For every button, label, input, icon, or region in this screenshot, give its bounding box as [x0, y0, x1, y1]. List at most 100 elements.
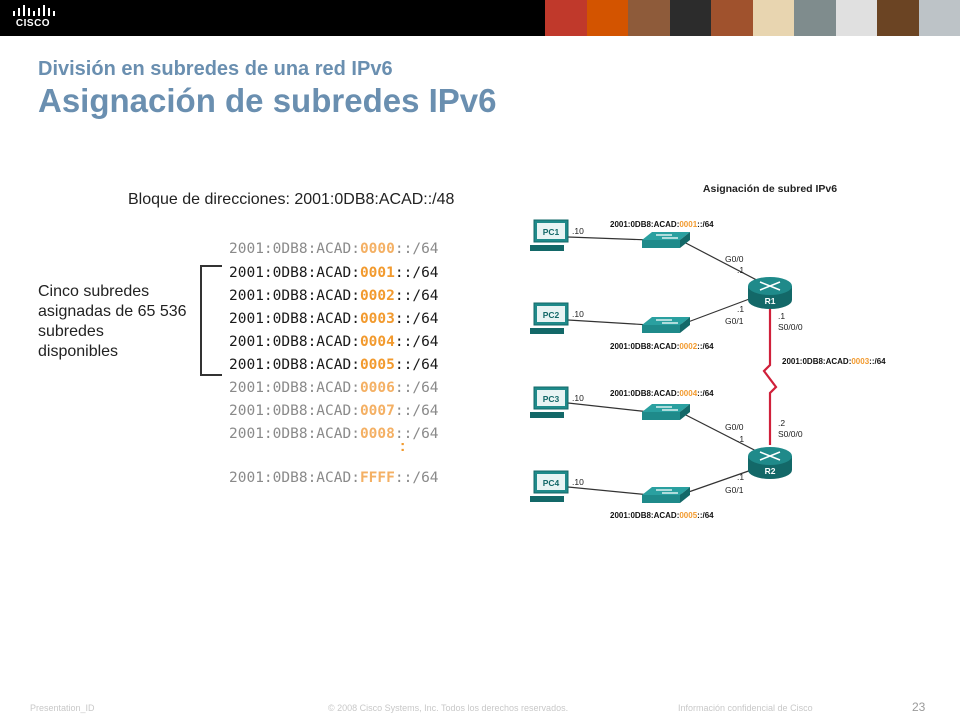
photo-tile — [711, 0, 753, 36]
diagram-title: Asignación de subred IPv6 — [703, 183, 837, 195]
switch-4 — [642, 487, 690, 503]
subnet-prefix: 2001:0DB8:ACAD: — [782, 357, 851, 366]
r2-s000-ip: .2 — [778, 418, 785, 428]
pc-label: PC1 — [543, 227, 560, 237]
photo-tile — [794, 0, 836, 36]
lan-subnet-label-1: 2001:0DB8:ACAD:0001::/64 — [610, 220, 714, 229]
address-prefix: 2001:0DB8:ACAD: — [229, 311, 360, 327]
lan-subnet-label-2: 2001:0DB8:ACAD:0002::/64 — [610, 342, 714, 351]
subnet-id: 0003 — [851, 357, 869, 366]
wan-subnet-label: 2001:0DB8:ACAD:0003::/64 — [782, 357, 886, 366]
footer-confidential: Información confidencial de Cisco — [678, 703, 813, 713]
subnet-address: 2001:0DB8:ACAD:FFFF::/64 — [229, 470, 439, 486]
subnet-suffix: ::/64 — [697, 511, 714, 520]
r2-g00-ip: .1 — [737, 434, 744, 444]
subnet-id: 0006 — [359, 380, 395, 396]
cisco-logo-text: CISCO — [15, 18, 51, 29]
address-suffix: ::/64 — [394, 241, 439, 257]
cisco-bars-icon — [13, 5, 55, 16]
address-suffix: ::/64 — [394, 470, 439, 486]
r2-g00-label: G0/0 — [725, 422, 744, 432]
router-r1: R1 — [748, 277, 792, 309]
address-prefix: 2001:0DB8:ACAD: — [229, 265, 360, 281]
pc-host-ip: .10 — [572, 393, 584, 403]
subnet-prefix: 2001:0DB8:ACAD: — [610, 511, 679, 520]
pc-host-ip: .10 — [572, 226, 584, 236]
address-prefix: 2001:0DB8:ACAD: — [229, 357, 360, 373]
footer-copyright: © 2008 Cisco Systems, Inc. Todos los der… — [328, 703, 569, 713]
address-prefix: 2001:0DB8:ACAD: — [229, 403, 360, 419]
switch-group — [642, 232, 690, 503]
pc-host-ip: .10 — [572, 309, 584, 319]
footer-presentation-id: Presentation_ID — [30, 703, 95, 713]
subnet-prefix: 2001:0DB8:ACAD: — [610, 342, 679, 351]
network-topology-diagram: Asignación de subred IPv6 PC1.10PC2.10PC… — [530, 183, 886, 520]
address-block-label: Bloque de direcciones: 2001:0DB8:ACAD::/… — [128, 191, 455, 208]
r1-g01-ip: .1 — [737, 304, 744, 314]
address-prefix: 2001:0DB8:ACAD: — [229, 241, 360, 257]
pc-2: PC2 .10 — [530, 302, 584, 334]
pc-host-ip: .10 — [572, 477, 584, 487]
cisco-logo: CISCO — [10, 4, 56, 32]
subnet-address: 2001:0DB8:ACAD:0007::/64 — [229, 403, 439, 419]
r1-g00-label: G0/0 — [725, 254, 744, 264]
photo-tile — [918, 0, 960, 36]
ellipsis-dots: : — [400, 438, 406, 455]
photo-tile — [669, 0, 711, 36]
subnet-address: 2001:0DB8:ACAD:0001::/64 — [229, 265, 439, 281]
subnet-id: 0002 — [679, 342, 697, 351]
address-prefix: 2001:0DB8:ACAD: — [229, 334, 360, 350]
r1-g01-label: G0/1 — [725, 316, 744, 326]
subnet-address: 2001:0DB8:ACAD:0000::/64 — [229, 241, 439, 257]
address-prefix: 2001:0DB8:ACAD: — [229, 288, 360, 304]
lan-subnet-label-3: 2001:0DB8:ACAD:0004::/64 — [610, 389, 714, 398]
slide-title: Asignación de subredes IPv6 — [38, 82, 497, 119]
subnet-address: 2001:0DB8:ACAD:0005::/64 — [229, 357, 439, 373]
photo-strip — [545, 0, 960, 36]
subnet-address: 2001:0DB8:ACAD:0002::/64 — [229, 288, 439, 304]
r2-s000-label: S0/0/0 — [778, 429, 803, 439]
subnet-suffix: ::/64 — [869, 357, 886, 366]
switch-3 — [642, 404, 690, 420]
address-prefix: 2001:0DB8:ACAD: — [229, 426, 360, 442]
router-r1-label: R1 — [765, 296, 776, 306]
pc-3: PC3 .10 — [530, 386, 584, 418]
photo-tile — [545, 0, 587, 36]
lan-subnet-label-4: 2001:0DB8:ACAD:0005::/64 — [610, 511, 714, 520]
ethernet-links — [567, 236, 771, 496]
subnet-address: 2001:0DB8:ACAD:0008::/64 — [229, 426, 439, 442]
address-suffix: ::/64 — [394, 265, 439, 281]
router-r2: R2 — [748, 447, 792, 479]
address-suffix: ::/64 — [394, 334, 439, 350]
subnet-prefix: 2001:0DB8:ACAD: — [610, 389, 679, 398]
pc-1: PC1 .10 — [530, 219, 584, 251]
switch-1 — [642, 232, 690, 248]
photo-tile — [835, 0, 877, 36]
subnet-id: 0000 — [359, 241, 395, 257]
r1-s000-ip: .1 — [778, 311, 785, 321]
subnet-suffix: ::/64 — [697, 389, 714, 398]
pc-label: PC3 — [543, 394, 560, 404]
subnet-id: 0008 — [359, 426, 395, 442]
r2-g01-ip: .1 — [737, 472, 744, 482]
subnet-id: 0001 — [359, 265, 395, 281]
r2-g01-label: G0/1 — [725, 485, 744, 495]
address-suffix: ::/64 — [394, 403, 439, 419]
r1-g00-ip: .1 — [737, 265, 744, 275]
subnet-prefix: 2001:0DB8:ACAD: — [610, 220, 679, 229]
subnet-id: 0002 — [359, 288, 395, 304]
lan-subnet-labels: 2001:0DB8:ACAD:0001::/642001:0DB8:ACAD:0… — [610, 220, 886, 520]
page-number: 23 — [912, 700, 926, 714]
subnet-id: 0007 — [359, 403, 395, 419]
pc-label: PC2 — [543, 310, 560, 320]
slide-subtitle: División en subredes de una red IPv6 — [38, 58, 393, 80]
subnet-address: 2001:0DB8:ACAD:0003::/64 — [229, 311, 439, 327]
router-r2-label: R2 — [765, 466, 776, 476]
subnet-bracket — [200, 265, 222, 376]
subnets-side-label: Cinco subredes asignadas de 65 536 subre… — [38, 283, 187, 360]
subnet-id: 0004 — [359, 334, 395, 350]
pc-label: PC4 — [543, 478, 560, 488]
address-suffix: ::/64 — [394, 380, 439, 396]
address-suffix: ::/64 — [394, 357, 439, 373]
